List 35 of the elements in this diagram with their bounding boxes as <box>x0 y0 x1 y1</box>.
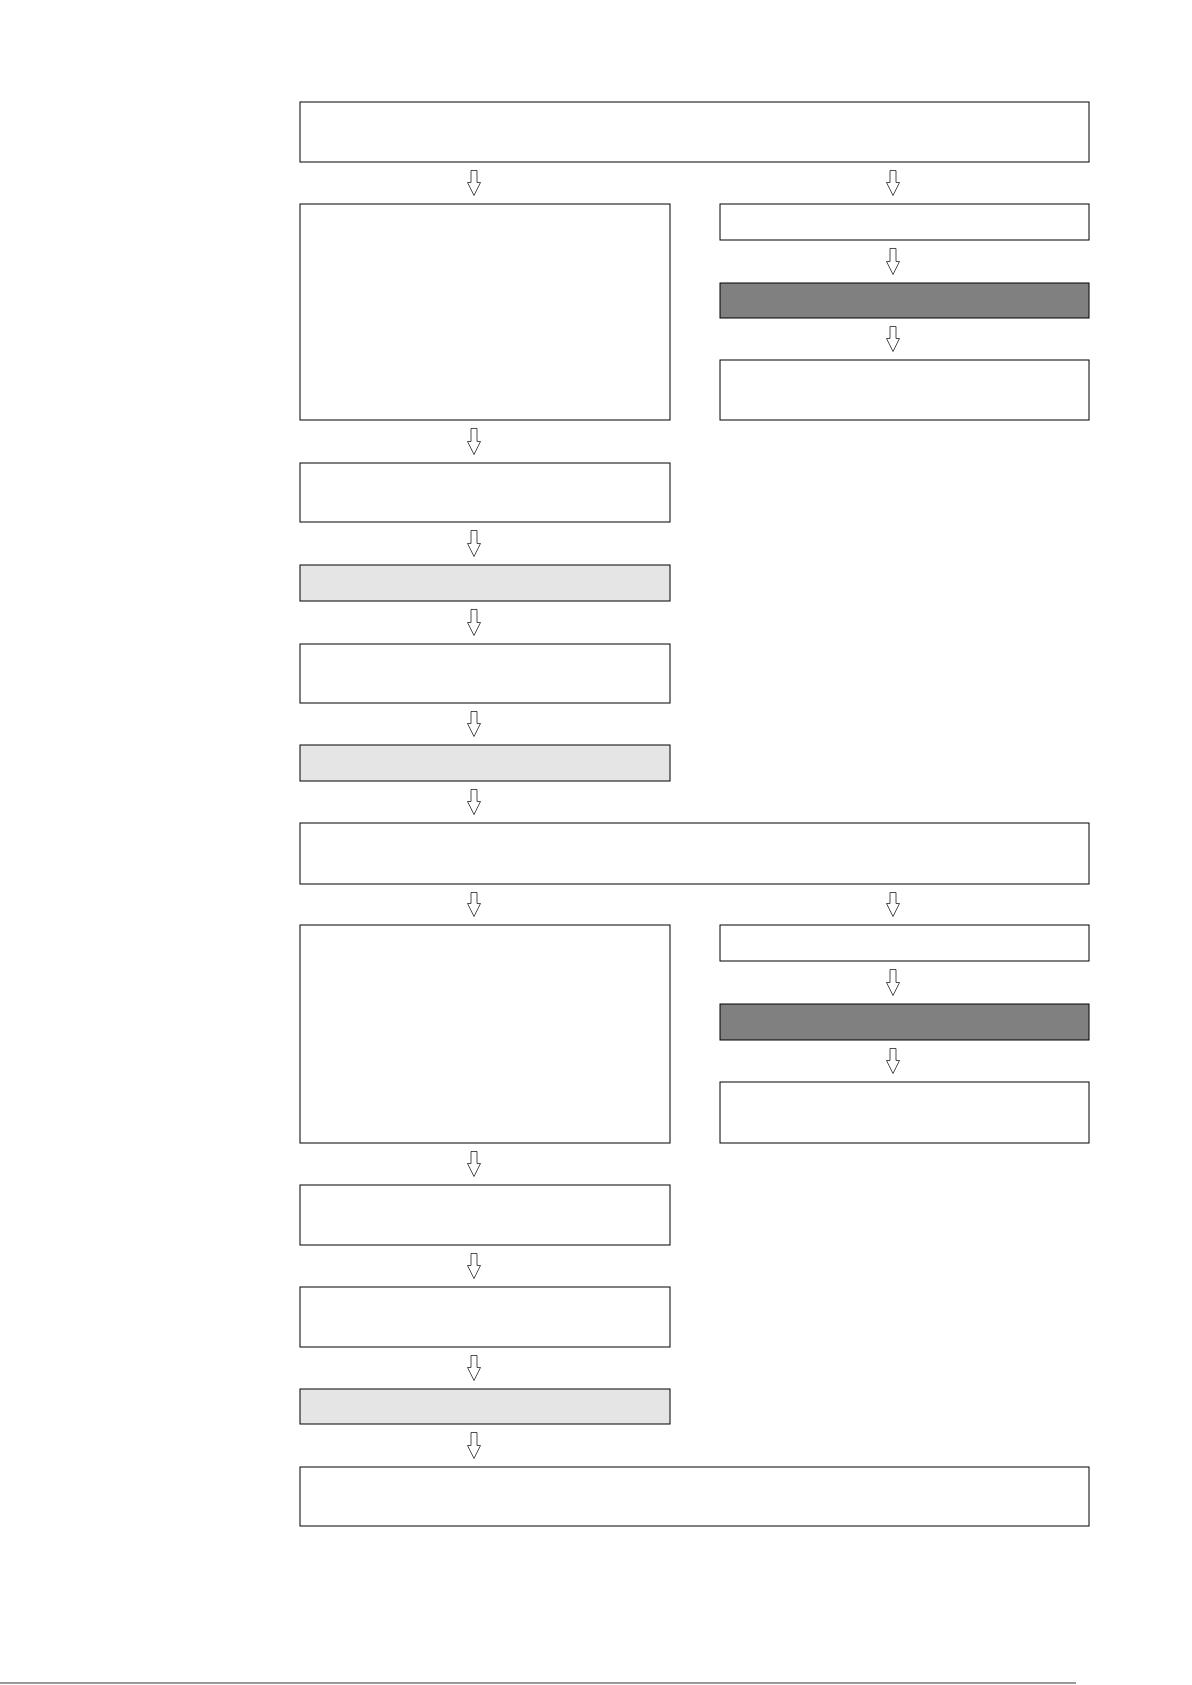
process-box <box>719 359 1090 421</box>
arrow <box>467 428 481 455</box>
arrow <box>467 1151 481 1177</box>
process-box <box>299 643 671 704</box>
arrow <box>467 1355 481 1381</box>
arrow <box>467 530 481 557</box>
arrow <box>886 326 900 352</box>
arrow <box>467 892 481 917</box>
shaded-box <box>299 1388 671 1425</box>
process-box <box>719 924 1090 962</box>
shaded-box <box>719 1003 1090 1041</box>
arrow <box>467 789 481 815</box>
process-box <box>719 203 1090 241</box>
process-box <box>299 1184 671 1246</box>
arrow <box>467 609 481 636</box>
process-box <box>299 924 671 1144</box>
process-box <box>299 1466 1090 1527</box>
process-box <box>299 203 671 421</box>
arrow <box>467 1432 481 1459</box>
arrow <box>467 711 481 737</box>
arrow <box>886 1048 900 1074</box>
arrow <box>467 1253 481 1279</box>
process-box <box>299 1286 671 1348</box>
process-box <box>299 822 1090 885</box>
process-box <box>299 101 1090 163</box>
arrow <box>886 248 900 275</box>
shaded-box <box>299 564 671 602</box>
arrow <box>886 892 900 917</box>
process-box <box>299 462 671 523</box>
arrow <box>886 170 900 196</box>
arrow <box>886 969 900 996</box>
process-box <box>719 1081 1090 1144</box>
shaded-box <box>299 744 671 782</box>
arrow <box>467 170 481 196</box>
shaded-box <box>719 282 1090 319</box>
